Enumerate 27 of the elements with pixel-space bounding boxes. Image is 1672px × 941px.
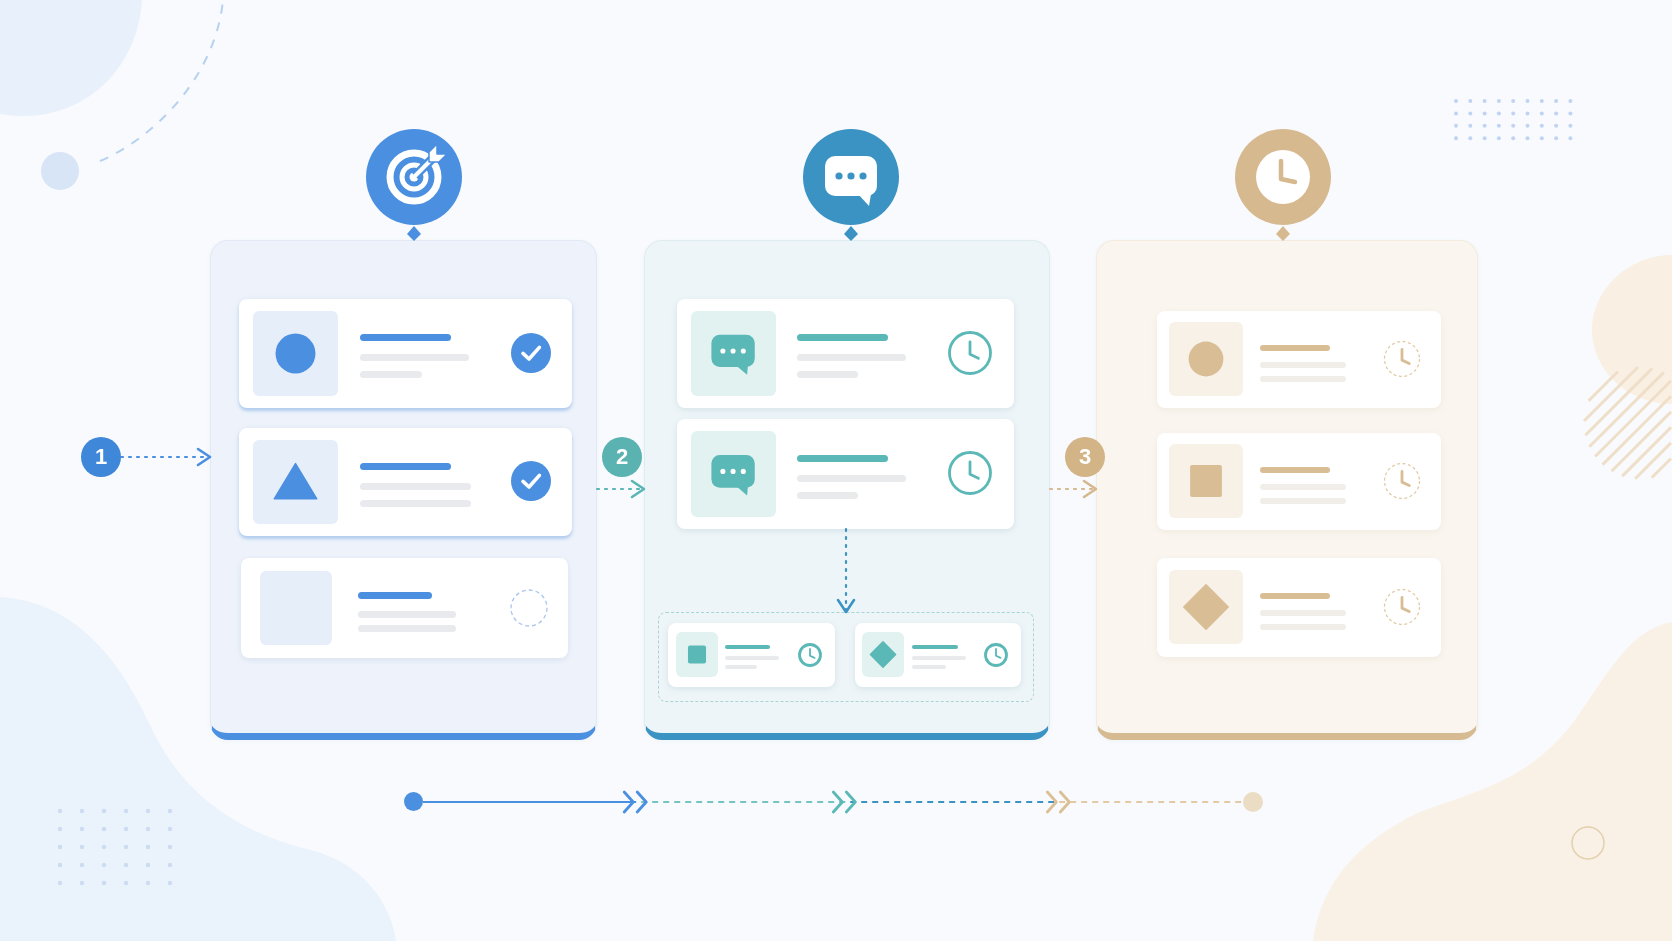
task-card — [239, 299, 572, 408]
chat-icon — [803, 129, 899, 241]
start-dot-icon — [404, 792, 423, 811]
end-dot-icon — [1243, 792, 1263, 812]
task-card — [239, 428, 572, 536]
task-card — [677, 419, 1014, 529]
dashed-frame — [658, 612, 1034, 702]
step-badge: 2 — [602, 437, 642, 477]
arrow — [595, 479, 646, 499]
column-panel — [1096, 240, 1478, 740]
arrow — [836, 527, 856, 614]
timeline-arrow — [422, 790, 1244, 814]
step-badge: 1 — [81, 437, 121, 477]
task-card — [677, 299, 1014, 408]
column-panel — [644, 240, 1050, 740]
clock-icon — [1235, 129, 1331, 241]
task-card — [1157, 433, 1441, 530]
step-badge: 3 — [1065, 437, 1105, 477]
task-card — [241, 558, 568, 658]
task-card — [855, 623, 1021, 687]
task-card — [668, 623, 835, 687]
task-card — [1157, 558, 1441, 657]
task-card — [1157, 311, 1441, 408]
arrow — [1048, 479, 1098, 499]
column-panel — [210, 240, 597, 740]
arrow — [119, 447, 212, 467]
target-icon — [366, 129, 462, 241]
